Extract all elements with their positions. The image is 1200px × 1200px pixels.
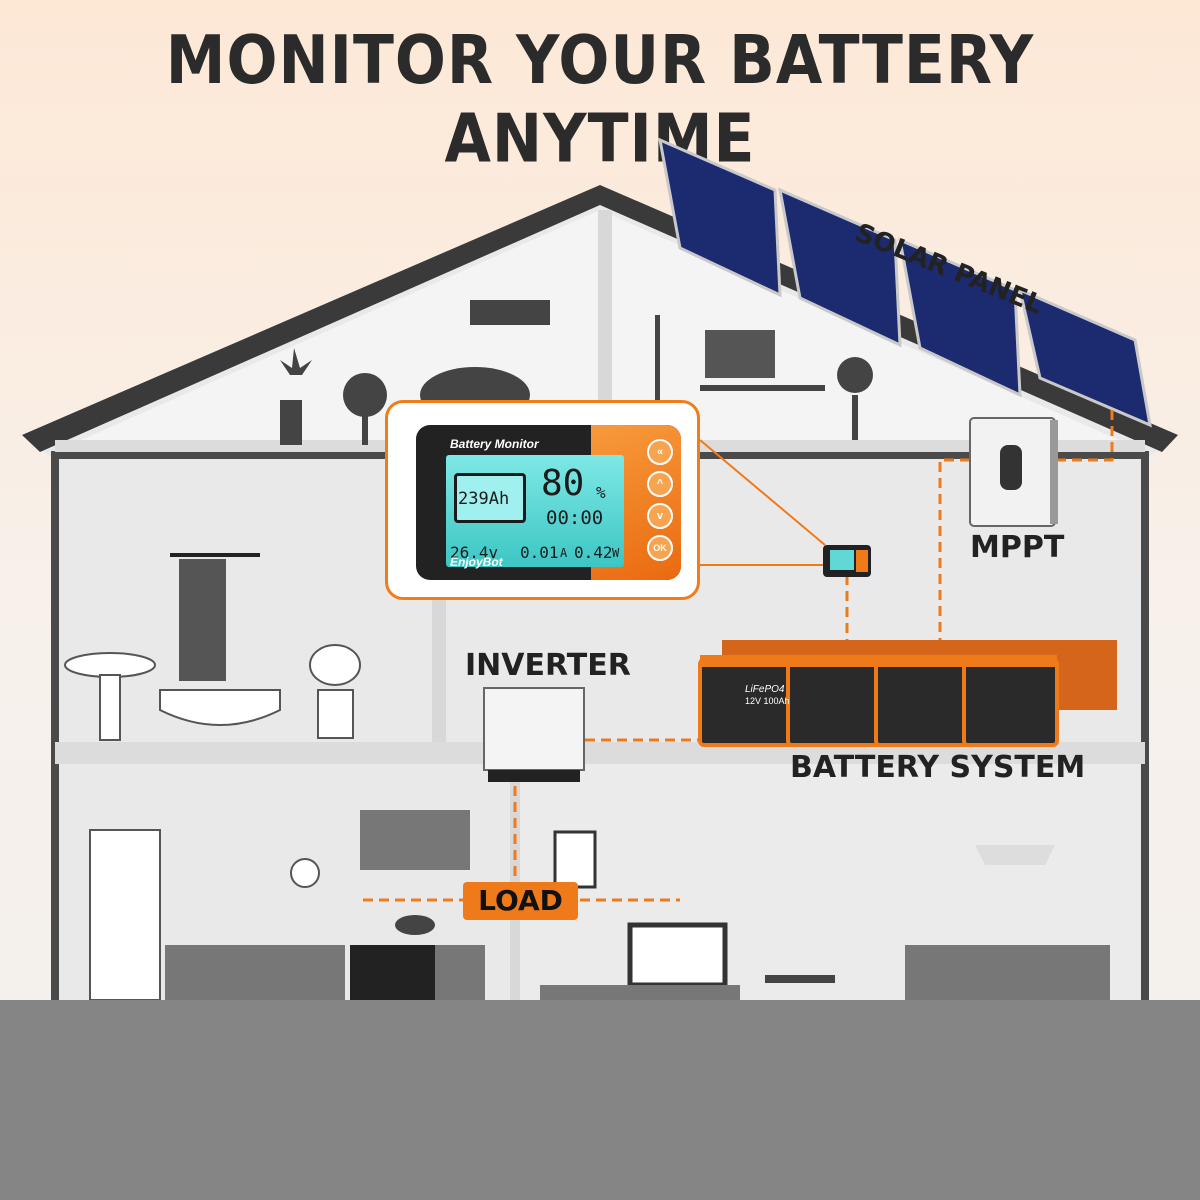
battery-rating: 12V 100Ah xyxy=(745,696,790,706)
brand-logo: EnjoyBot xyxy=(450,555,503,569)
up-button[interactable]: ^ xyxy=(647,471,673,497)
inverter-unit xyxy=(484,688,584,782)
battery-chemistry: LiFePO4 xyxy=(745,684,784,695)
lcd-time: 00:00 xyxy=(546,507,603,529)
battery-monitor-device: Battery Monitor 239Ah 80 % 00:00 26.4v 0… xyxy=(416,425,681,580)
battery-module-labels: LiFePO4 12V 100Ah xyxy=(705,684,1065,714)
down-button[interactable]: v xyxy=(647,503,673,529)
ground xyxy=(0,1000,1200,1200)
monitor-title: Battery Monitor xyxy=(450,437,539,451)
battery-system-label: BATTERY SYSTEM xyxy=(790,750,1085,785)
lcd-current: 0.01 xyxy=(520,543,559,562)
lcd-current-unit: A xyxy=(560,546,567,560)
lcd-capacity: 239Ah xyxy=(458,489,509,509)
lcd-percent: 80 xyxy=(541,463,584,504)
mppt-unit xyxy=(970,418,1058,526)
lcd-power: 0.42 xyxy=(574,543,613,562)
lcd-screen: 239Ah 80 % 00:00 26.4v 0.01 A 0.42 W xyxy=(446,455,624,567)
small-monitor xyxy=(823,545,871,577)
mppt-label: MPPT xyxy=(970,530,1064,565)
lcd-power-unit: W xyxy=(612,546,619,560)
inverter-label: INVERTER xyxy=(465,648,631,683)
back-button[interactable]: « xyxy=(647,439,673,465)
ok-button[interactable]: OK xyxy=(647,535,673,561)
load-label: LOAD xyxy=(463,882,578,920)
battery-monitor-callout: Battery Monitor 239Ah 80 % 00:00 26.4v 0… xyxy=(385,400,700,600)
lcd-percent-unit: % xyxy=(596,483,606,502)
